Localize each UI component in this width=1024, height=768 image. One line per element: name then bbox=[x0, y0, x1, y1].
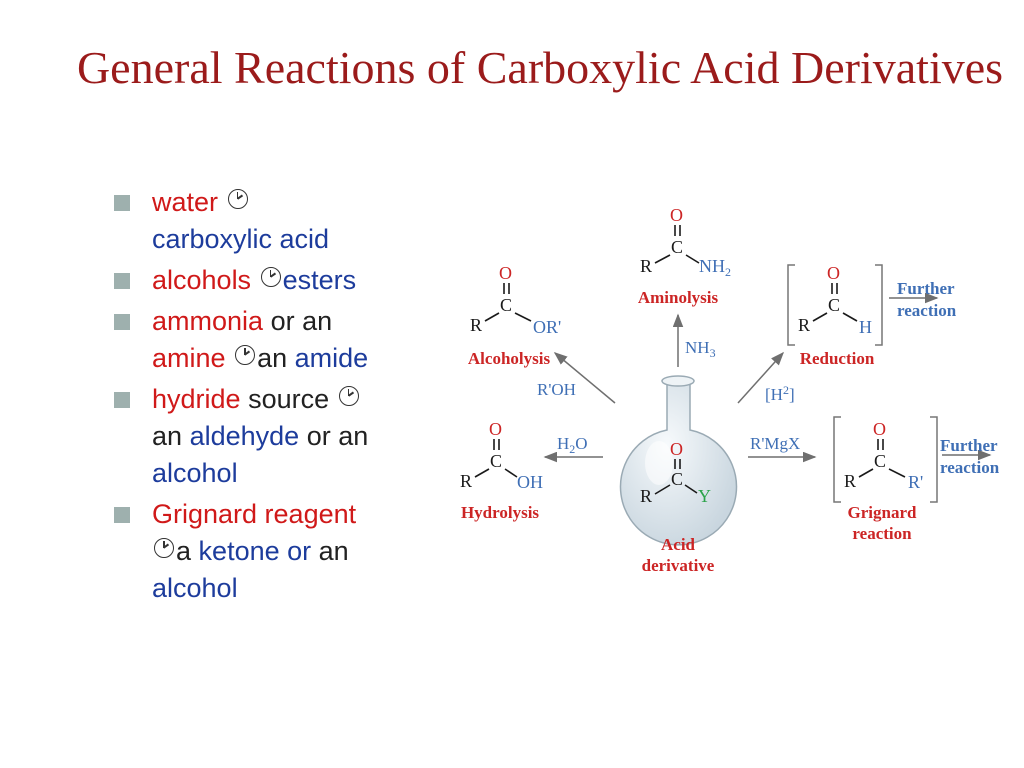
flask-icon bbox=[619, 375, 738, 546]
product-text: carboxylic acid bbox=[152, 224, 330, 254]
square-bullet-icon bbox=[114, 314, 130, 330]
grignard-label: reaction bbox=[852, 524, 912, 543]
svg-text:OR': OR' bbox=[533, 317, 561, 337]
clock-arrow-icon bbox=[154, 538, 174, 558]
svg-text:R: R bbox=[470, 315, 482, 335]
square-bullet-icon bbox=[114, 273, 130, 289]
reagent-rmgx: R'MgX bbox=[750, 434, 800, 453]
reduction-product: O C R H bbox=[787, 263, 883, 346]
clock-arrow-icon bbox=[260, 267, 281, 287]
product-text: aldehyde bbox=[189, 421, 300, 451]
grignard-label: Grignard bbox=[848, 503, 917, 522]
svg-text:O: O bbox=[489, 419, 502, 439]
carbon-atom: C bbox=[671, 469, 683, 489]
bullet-item-alcohols: alcohols esters bbox=[112, 262, 442, 299]
svg-text:C: C bbox=[828, 295, 840, 315]
arrow-alcoholysis bbox=[553, 352, 616, 404]
svg-text:NH2: NH2 bbox=[699, 256, 731, 279]
reduction-label: Reduction bbox=[800, 349, 875, 368]
svg-text:R: R bbox=[460, 471, 472, 491]
bullet-item-water: water carboxylic acid bbox=[112, 184, 442, 258]
y-group: Y bbox=[698, 486, 711, 506]
svg-text:C: C bbox=[500, 295, 512, 315]
svg-text:O: O bbox=[670, 205, 683, 225]
further-reaction-label: Further bbox=[940, 436, 998, 455]
acid-derivative-label: Acid bbox=[661, 535, 696, 554]
reactant-text: alcohols bbox=[152, 265, 252, 295]
connector-text: an bbox=[257, 343, 288, 373]
reagent-roh: R'OH bbox=[537, 380, 576, 399]
acid-derivative-label: derivative bbox=[642, 556, 715, 575]
svg-text:R: R bbox=[844, 471, 856, 491]
svg-text:R: R bbox=[640, 256, 652, 276]
product-text: alcohol bbox=[152, 458, 238, 488]
product-text: alcohol bbox=[152, 573, 238, 603]
alcoholysis-label: Alcoholysis bbox=[468, 349, 551, 368]
connector-text: or an bbox=[306, 421, 369, 451]
svg-text:O: O bbox=[499, 263, 512, 283]
reactant-text: water bbox=[152, 187, 219, 217]
reactant-text: ammonia bbox=[152, 306, 264, 336]
product-text: esters bbox=[282, 265, 357, 295]
slide-title: General Reactions of Carboxylic Acid Der… bbox=[76, 42, 1004, 93]
bullet-item-grignard: Grignard reagent a ketone or an alcohol bbox=[112, 496, 442, 607]
hydrolysis-product: O C R OH bbox=[460, 419, 543, 492]
connector-text: source bbox=[248, 384, 330, 414]
oxygen-atom: O bbox=[670, 439, 683, 459]
aminolysis-product: O C R NH2 bbox=[640, 205, 731, 279]
connector-text: a bbox=[176, 536, 192, 566]
further-reaction-label: Further bbox=[897, 279, 955, 298]
square-bullet-icon bbox=[114, 195, 130, 211]
reagent-h2: [H2] bbox=[765, 383, 795, 404]
bullet-item-hydride: hydride source an aldehyde or an alcohol bbox=[112, 381, 442, 492]
r-group: R bbox=[640, 486, 652, 506]
svg-text:O: O bbox=[827, 263, 840, 283]
svg-text:OH: OH bbox=[517, 472, 543, 492]
clock-arrow-icon bbox=[235, 345, 256, 365]
product-text: ketone or bbox=[198, 536, 312, 566]
further-reaction-label: reaction bbox=[940, 458, 1000, 477]
reaction-diagram: O C R Y Acid derivative NH3 R'OH [H2] H2… bbox=[460, 205, 1000, 575]
arrow-reduction bbox=[737, 351, 785, 404]
bullet-list: water carboxylic acid alcohols esters am… bbox=[112, 184, 442, 611]
reactant-text: hydride bbox=[152, 384, 241, 414]
hydrolysis-label: Hydrolysis bbox=[461, 503, 539, 522]
square-bullet-icon bbox=[114, 507, 130, 523]
clock-arrow-icon bbox=[227, 189, 248, 209]
svg-text:C: C bbox=[490, 451, 502, 471]
svg-text:R': R' bbox=[908, 472, 923, 492]
reagent-nh3: NH3 bbox=[685, 338, 716, 360]
connector-text: an bbox=[318, 536, 349, 566]
alcoholysis-product: O C R OR' bbox=[470, 263, 561, 337]
bullet-item-ammonia: ammonia or an amine an amide bbox=[112, 303, 442, 377]
clock-arrow-icon bbox=[338, 386, 359, 406]
svg-text:O: O bbox=[873, 419, 886, 439]
reactant-text: amine bbox=[152, 343, 226, 373]
grignard-product: O C R R' bbox=[833, 416, 938, 503]
square-bullet-icon bbox=[114, 392, 130, 408]
svg-text:C: C bbox=[874, 451, 886, 471]
connector-text: or an bbox=[270, 306, 333, 336]
svg-text:H: H bbox=[859, 317, 872, 337]
svg-text:C: C bbox=[671, 237, 683, 257]
svg-text:R: R bbox=[798, 315, 810, 335]
center-structure: O C R Y bbox=[640, 439, 711, 506]
aminolysis-label: Aminolysis bbox=[638, 288, 719, 307]
product-text: amide bbox=[294, 343, 369, 373]
reagent-h2o: H2O bbox=[557, 434, 588, 456]
connector-text: an bbox=[152, 421, 183, 451]
further-reaction-label: reaction bbox=[897, 301, 957, 320]
reactant-text: Grignard reagent bbox=[152, 499, 357, 529]
